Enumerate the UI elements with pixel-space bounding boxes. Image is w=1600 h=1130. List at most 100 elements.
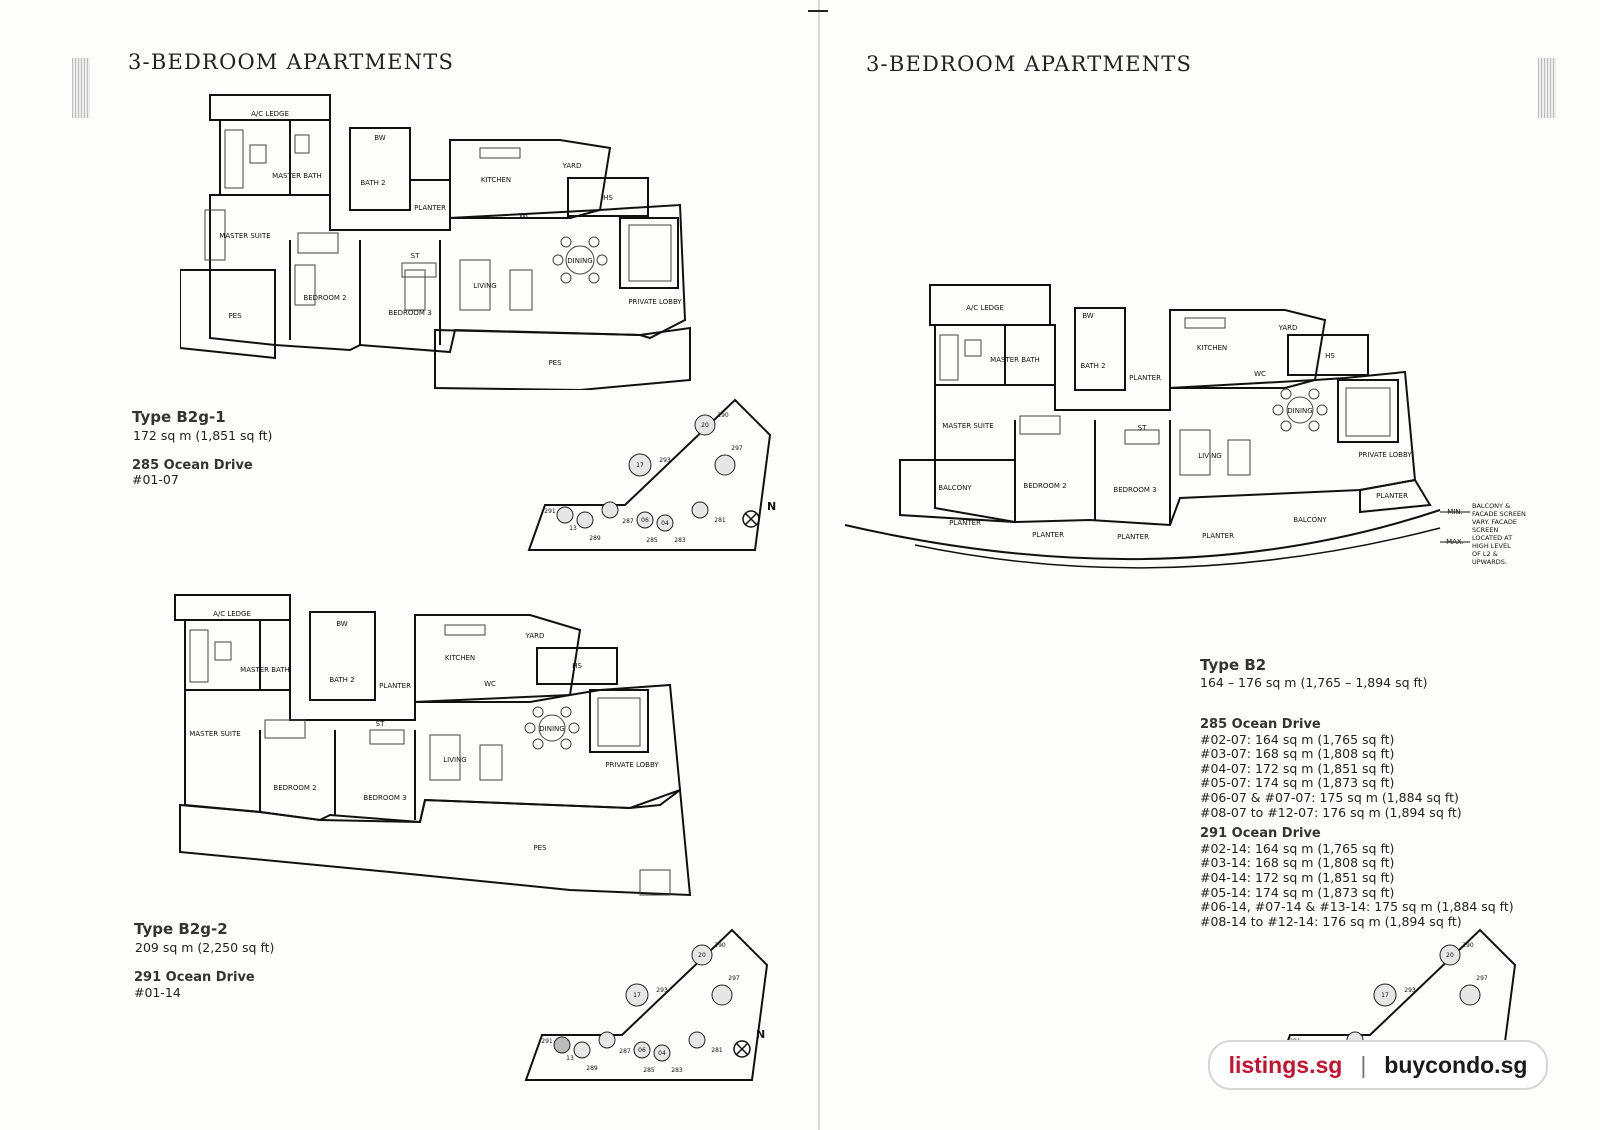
- site-2-num-f: 291: [541, 1038, 553, 1045]
- label-yard-2: YARD: [525, 632, 545, 640]
- site-1-num-m: 281: [714, 517, 726, 524]
- floor-plan-b2g-2: A/C LEDGE MASTER BATH BW BATH 2 KITCHEN …: [170, 590, 700, 910]
- label-st: ST: [411, 252, 420, 260]
- label-planter-b: PLANTER: [1032, 531, 1064, 539]
- site-1-num-e: 297: [731, 445, 743, 452]
- watermark-listings: listings.sg: [1228, 1051, 1343, 1078]
- site-2-num-l: 283: [671, 1067, 683, 1074]
- note-line-5: LOCATED AT: [1472, 534, 1512, 542]
- note-line-6: HIGH LEVEL: [1472, 542, 1511, 550]
- label-kitchen: KITCHEN: [481, 176, 511, 184]
- type-b2g-1-unit: #01-07: [132, 472, 179, 487]
- label-pes-3: PES: [533, 844, 547, 852]
- label-wc: WC: [519, 212, 531, 220]
- type-b2-title: Type B2: [1200, 656, 1267, 674]
- label-living-3: LIVING: [1198, 452, 1221, 460]
- label-bedroom-2-3: BEDROOM 2: [1023, 482, 1066, 490]
- right-page-heading: 3-BEDROOM APARTMENTS: [866, 52, 1193, 76]
- left-page-heading: 3-BEDROOM APARTMENTS: [128, 50, 455, 74]
- type-b2g-2-block: 291 Ocean Drive: [134, 970, 255, 985]
- unit-row: #04-07: 172 sq m (1,851 sq ft): [1200, 760, 1395, 776]
- note-line-1: BALCONY &: [1472, 502, 1510, 510]
- site-1-num-f: 291: [544, 508, 556, 515]
- label-planter-e: PLANTER: [1376, 492, 1408, 500]
- floor-plan-b2g-1: A/C LEDGE MASTER BATH BW BATH 2 KITCHEN …: [180, 90, 700, 390]
- unit-row: #02-14: 164 sq m (1,765 sq ft): [1200, 840, 1395, 856]
- block-285-name: 285 Ocean Drive: [1200, 717, 1321, 732]
- book-spine: [818, 0, 820, 1130]
- label-wc-3: WC: [1254, 370, 1266, 378]
- site-1-num-i: 285: [646, 537, 658, 544]
- label-bw-3: BW: [1082, 312, 1094, 320]
- label-st-2: ST: [376, 720, 385, 728]
- site-2-num-h: 289: [586, 1065, 598, 1072]
- type-b2g-1-block: 285 Ocean Drive: [132, 458, 253, 473]
- type-b2g-1-title: Type B2g-1: [132, 408, 226, 426]
- site-2-num-j: 06: [638, 1047, 646, 1054]
- site-1-num-b: 290: [717, 412, 729, 419]
- label-ac-ledge: A/C LEDGE: [251, 110, 289, 118]
- unit-row: #02-07: 164 sq m (1,765 sq ft): [1200, 731, 1395, 747]
- label-private-lobby-3: PRIVATE LOBBY: [1358, 451, 1412, 459]
- unit-row: #08-14 to #12-14: 176 sq m (1,894 sq ft): [1200, 913, 1462, 929]
- label-wc-2: WC: [484, 680, 496, 688]
- note-line-7: OF L2 &: [1472, 550, 1498, 558]
- site-plan-3: 20 290 17 293 297 291: [1270, 925, 1530, 1055]
- label-balcony-1: BALCONY: [938, 484, 972, 492]
- note-line-2: FACADE SCREEN: [1472, 510, 1526, 518]
- label-bedroom-2-2: BEDROOM 2: [273, 784, 316, 792]
- label-hs-2: HS: [572, 662, 582, 670]
- unit-row: #03-07: 168 sq m (1,808 sq ft): [1200, 746, 1395, 762]
- site-2-num-m: 281: [711, 1047, 723, 1054]
- site-1-num-c: 17: [636, 462, 644, 469]
- floor-plan-b2: A/C LEDGE MASTER BATH BW BATH 2 KITCHEN …: [840, 280, 1530, 600]
- label-ac-ledge-3: A/C LEDGE: [966, 304, 1004, 312]
- type-b2g-1-area: 172 sq m (1,851 sq ft): [133, 428, 273, 443]
- unit-row: #04-14: 172 sq m (1,851 sq ft): [1200, 869, 1395, 885]
- unit-row: #05-14: 174 sq m (1,873 sq ft): [1200, 884, 1395, 900]
- site-1-num-n: 287: [622, 518, 634, 525]
- site-2-north: N: [756, 1028, 765, 1041]
- label-master-bath: MASTER BATH: [272, 172, 322, 180]
- label-planter-2: PLANTER: [379, 682, 411, 690]
- site-1-num-d: 293: [659, 457, 671, 464]
- site-2-num-a: 20: [698, 952, 706, 959]
- site-1-num-l: 283: [674, 537, 686, 544]
- north-arrow-icon: N: [733, 1028, 765, 1058]
- site-1-num-k: 04: [661, 520, 669, 527]
- label-master-suite: MASTER SUITE: [219, 232, 270, 240]
- label-pes: PES: [228, 312, 242, 320]
- site-2-num-d: 293: [656, 987, 668, 994]
- site-2-num-b: 290: [714, 942, 726, 949]
- label-kitchen-3: KITCHEN: [1197, 344, 1227, 352]
- site-2-num-i: 285: [643, 1067, 655, 1074]
- label-bath-2: BATH 2: [360, 179, 385, 187]
- site-plan-1: 20 290 17 293 297 291 13 289 285 06 04 2…: [525, 395, 785, 555]
- label-planter-3: PLANTER: [1129, 374, 1161, 382]
- label-bw: BW: [374, 134, 386, 142]
- label-bedroom-3: BEDROOM 3: [388, 309, 431, 317]
- site-1-num-j: 06: [641, 517, 649, 524]
- label-planter-d: PLANTER: [1202, 532, 1234, 540]
- site-1-num-h: 289: [589, 535, 601, 542]
- label-bath-2-3: BATH 2: [1080, 362, 1105, 370]
- label-bedroom-3-3: BEDROOM 3: [1113, 486, 1156, 494]
- label-living: LIVING: [473, 282, 496, 290]
- site-2-num-e: 297: [728, 975, 740, 982]
- label-private-lobby-2: PRIVATE LOBBY: [605, 761, 659, 769]
- unit-row: #06-07 & #07-07: 175 sq m (1,884 sq ft): [1200, 789, 1459, 805]
- site-3-num-c: 17: [1381, 992, 1389, 999]
- type-b2g-2-title: Type B2g-2: [134, 920, 228, 938]
- watermark-buycondo: buycondo.sg: [1384, 1051, 1528, 1078]
- label-bath-2-2: BATH 2: [329, 676, 354, 684]
- watermark-separator: |: [1360, 1051, 1367, 1078]
- label-master-suite-2: MASTER SUITE: [189, 730, 240, 738]
- site-plan-2: 20 290 17 293 297 291 13 289 285 06 04 2…: [522, 925, 782, 1085]
- north-arrow-icon: N: [742, 500, 776, 528]
- label-bedroom-3-2: BEDROOM 3: [363, 794, 406, 802]
- site-3-num-d: 293: [1404, 987, 1416, 994]
- watermark-badge: listings.sg | buycondo.sg: [1208, 1040, 1548, 1090]
- label-dining-3: DINING: [1287, 407, 1312, 415]
- site-1-num-a: 20: [701, 422, 709, 429]
- site-2-num-n: 287: [619, 1048, 631, 1055]
